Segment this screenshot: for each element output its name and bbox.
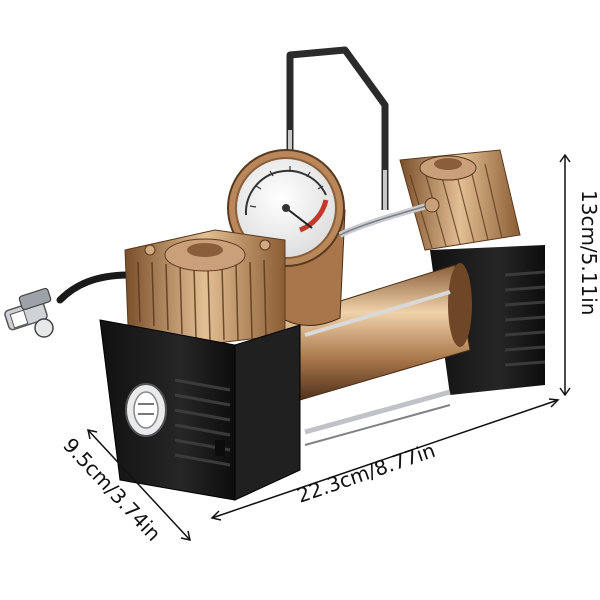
air-pipe (338, 197, 440, 238)
dimension-lines (87, 153, 571, 541)
height-label: 13cm/5.11in (577, 190, 600, 315)
hose-nozzle-icon (4, 287, 54, 338)
gauge-needle (285, 207, 313, 229)
front-cylinder-head (124, 229, 286, 346)
depth-dimension-line (87, 429, 191, 541)
length-dimension-line (211, 399, 559, 519)
compressor-cylinder (279, 263, 472, 446)
air-hose (4, 271, 134, 338)
front-housing (99, 319, 301, 501)
power-switch-icon[interactable] (125, 383, 167, 437)
length-label: 22.3cm/8.77in (294, 438, 438, 508)
rear-cylinder-head (399, 149, 521, 251)
